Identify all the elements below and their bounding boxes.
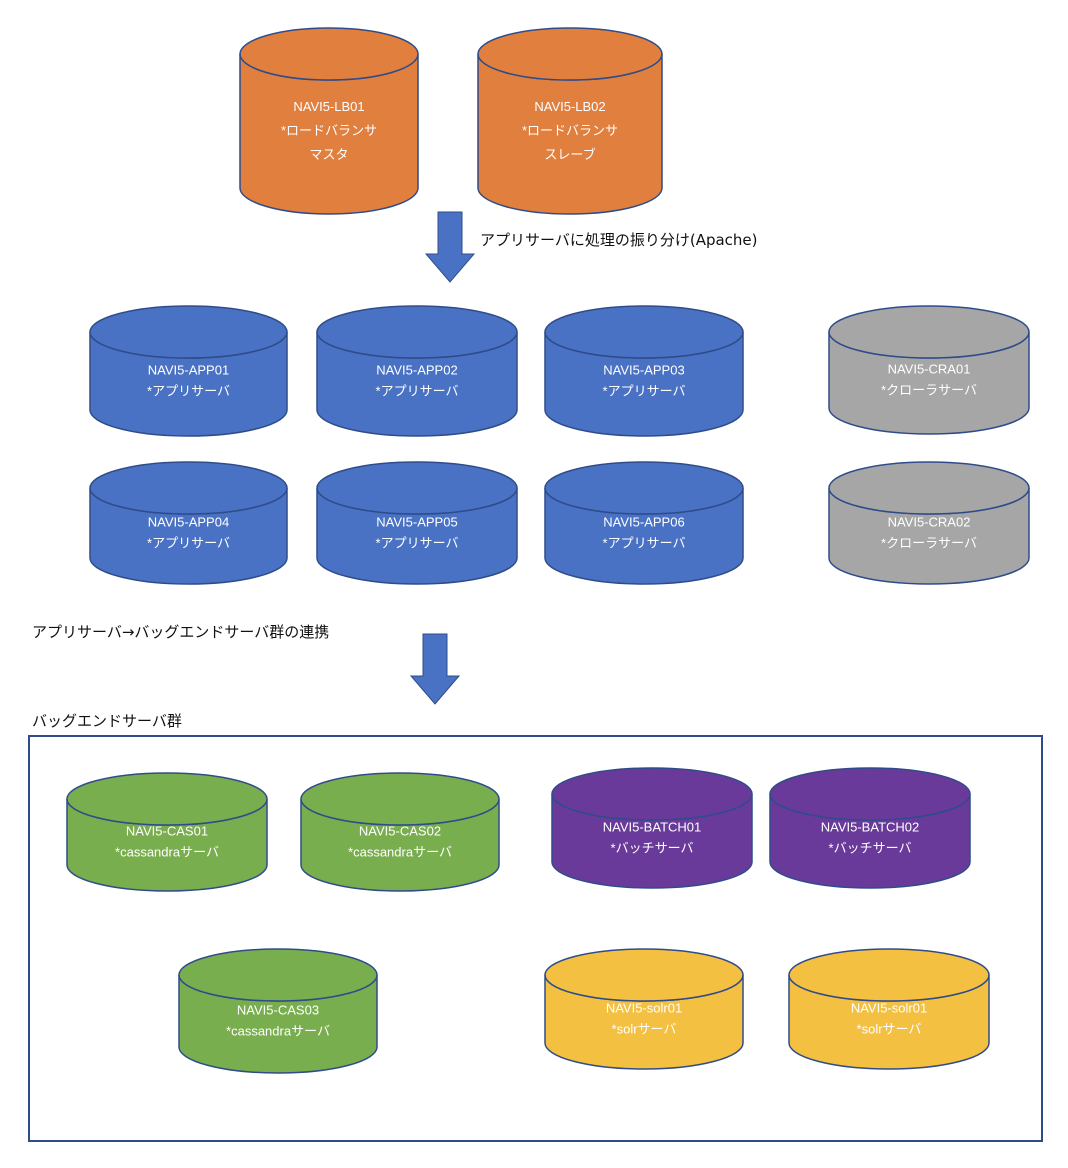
server-app04: NAVI5-APP04 *アプリサーバ (89, 461, 288, 585)
server-role: *cassandraサーバ (115, 845, 219, 860)
flow-arrows (409, 211, 476, 705)
cylinder-top (178, 948, 378, 1002)
server-role: *アプリサーバ (603, 384, 686, 399)
server-cra01: NAVI5-CRA01 *クローラサーバ (828, 305, 1030, 435)
cylinder-top (769, 767, 971, 821)
server-batch02: NAVI5-BATCH02 *バッチサーバ (769, 767, 971, 889)
server-name: NAVI5-APP05 (376, 515, 457, 530)
server-role: *アプリサーバ (376, 536, 459, 551)
server-role: *cassandraサーバ (348, 845, 452, 860)
down-arrow-app-to-backend (409, 633, 461, 705)
server-name: NAVI5-BATCH02 (821, 820, 920, 835)
cylinder-top (828, 305, 1030, 359)
server-role: *アプリサーバ (147, 384, 230, 399)
cylinder-top (544, 461, 744, 515)
distribution-caption: アプリサーバに処理の振り分け(Apache) (480, 231, 758, 249)
server-role: *アプリサーバ (147, 536, 230, 551)
server-name: NAVI5-APP04 (148, 515, 229, 530)
server-name: NAVI5-CRA01 (888, 362, 971, 377)
integration-caption: アプリサーバ→バッグエンドサーバ群の連携 (32, 623, 329, 641)
server-cas03: NAVI5-CAS03 *cassandraサーバ (178, 948, 378, 1074)
server-name: NAVI5-solr01 (851, 1001, 927, 1016)
server-role: *cassandraサーバ (226, 1024, 330, 1039)
server-app01: NAVI5-APP01 *アプリサーバ (89, 305, 288, 437)
server-role: *ロードバランサ (522, 123, 618, 138)
server-role: *ロードバランサ (281, 123, 377, 138)
cylinder-top (544, 948, 744, 1002)
cylinder-top (788, 948, 990, 1002)
server-app02: NAVI5-APP02 *アプリサーバ (316, 305, 518, 437)
server-name: NAVI5-APP01 (148, 363, 229, 378)
cylinder-top (66, 772, 268, 826)
server-role: *バッチサーバ (611, 841, 694, 856)
server-name: NAVI5-BATCH01 (603, 820, 702, 835)
cylinder-top (544, 305, 744, 359)
cylinder-top (316, 461, 518, 515)
cylinder-top (89, 305, 288, 359)
server-role: マスタ (309, 147, 348, 162)
server-name: NAVI5-solr01 (606, 1001, 682, 1016)
server-role: *クローラサーバ (881, 383, 977, 398)
backend-group-frame (28, 735, 1043, 1142)
down-arrow-lb-to-app (424, 211, 476, 283)
server-cas02: NAVI5-CAS02 *cassandraサーバ (300, 772, 500, 892)
server-name: NAVI5-APP06 (603, 515, 684, 530)
server-app03: NAVI5-APP03 *アプリサーバ (544, 305, 744, 437)
cylinder-top (551, 767, 753, 821)
cylinder-top (828, 461, 1030, 515)
server-name: NAVI5-LB02 (534, 99, 605, 114)
server-role: *クローラサーバ (881, 536, 977, 551)
server-name: NAVI5-APP02 (376, 363, 457, 378)
cylinder-top (300, 772, 500, 826)
server-role: スレーブ (544, 147, 595, 162)
server-name: NAVI5-CRA02 (888, 515, 971, 530)
cylinder-top (239, 27, 419, 81)
server-cylinders: NAVI5-LB01*ロードバランサマスタNAVI5-LB02*ロードバランサス… (66, 27, 1030, 1074)
server-role: *solrサーバ (857, 1022, 922, 1037)
cylinder-top (316, 305, 518, 359)
server-solr01b: NAVI5-solr01 *solrサーバ (788, 948, 990, 1070)
server-role: *アプリサーバ (376, 384, 459, 399)
server-role: *solrサーバ (612, 1022, 677, 1037)
server-role: *バッチサーバ (829, 841, 912, 856)
server-app05: NAVI5-APP05 *アプリサーバ (316, 461, 518, 585)
server-name: NAVI5-CAS02 (359, 824, 441, 839)
cylinder-top (89, 461, 288, 515)
server-solr01a: NAVI5-solr01 *solrサーバ (544, 948, 744, 1070)
server-name: NAVI5-APP03 (603, 363, 684, 378)
cylinder-top (477, 27, 663, 81)
server-name: NAVI5-LB01 (293, 99, 364, 114)
server-cas01: NAVI5-CAS01 *cassandraサーバ (66, 772, 268, 892)
server-name: NAVI5-CAS01 (126, 824, 208, 839)
server-role: *アプリサーバ (603, 536, 686, 551)
server-name: NAVI5-CAS03 (237, 1003, 319, 1018)
server-app06: NAVI5-APP06 *アプリサーバ (544, 461, 744, 585)
server-cra02: NAVI5-CRA02 *クローラサーバ (828, 461, 1030, 585)
server-batch01: NAVI5-BATCH01 *バッチサーバ (551, 767, 753, 889)
backend-group-label: バッグエンドサーバ群 (32, 712, 182, 730)
